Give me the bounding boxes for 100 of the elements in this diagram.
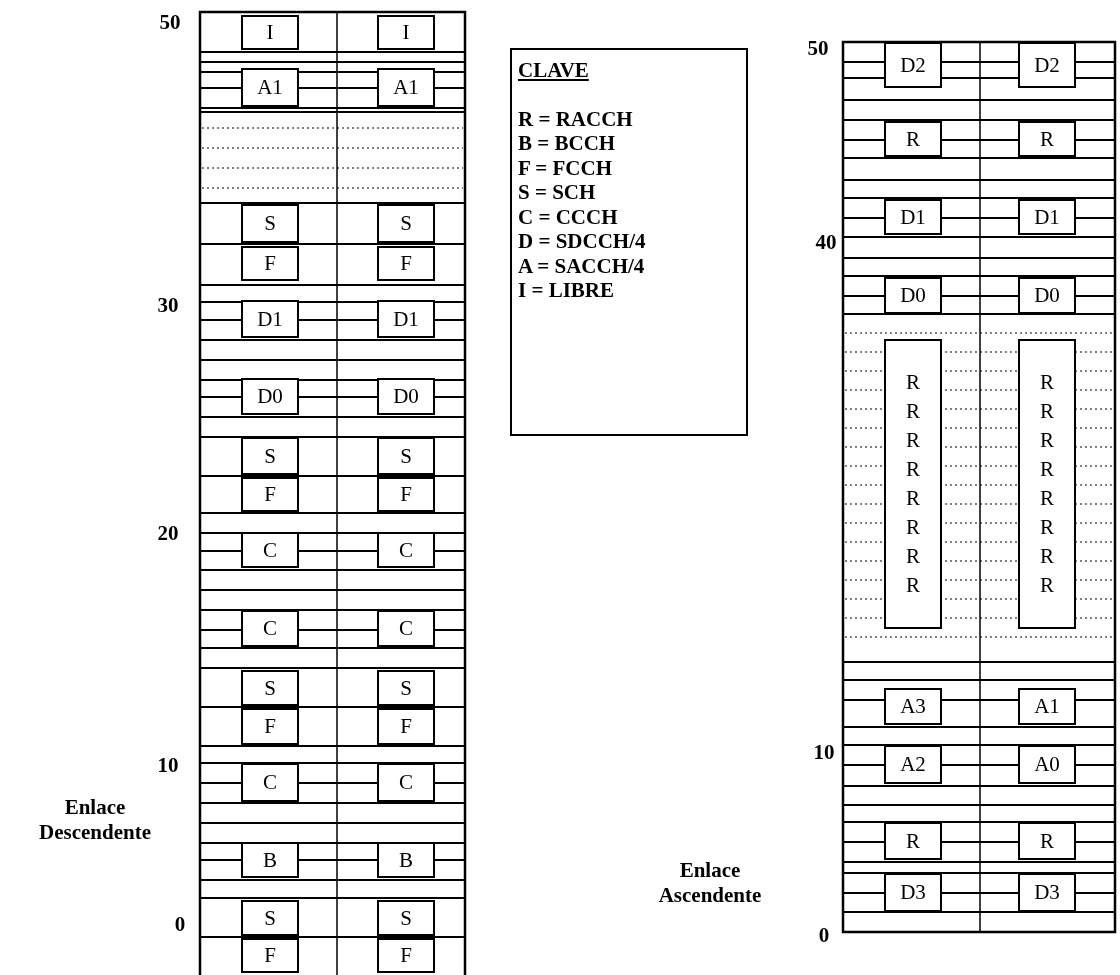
channel-box: [884, 745, 942, 784]
channel-label: D2: [1034, 52, 1060, 78]
channel-label: C: [399, 770, 413, 795]
channel-box: [884, 121, 942, 157]
channel-box: [1018, 688, 1076, 725]
axis-title: Enlace Ascendente: [657, 858, 763, 908]
channel-label: B: [263, 847, 277, 873]
axis-tick-label: 20: [156, 521, 180, 546]
channel-box: [377, 670, 435, 706]
channel-label: S: [400, 211, 412, 236]
channel-label: S: [400, 675, 412, 701]
channel-label: D1: [900, 204, 926, 230]
channel-label: F: [264, 714, 276, 739]
channel-label: D0: [900, 283, 926, 308]
channel-box: [377, 477, 435, 512]
channel-box: [377, 378, 435, 415]
channel-label: R R R R R R R R: [905, 369, 921, 599]
channel-label: C: [263, 770, 277, 795]
channel-box: [377, 763, 435, 802]
channel-label: C: [399, 537, 413, 563]
channel-box: [884, 277, 942, 314]
channel-label: D3: [1034, 880, 1060, 905]
channel-box: [377, 532, 435, 568]
axis-tick-label: 0: [173, 912, 187, 937]
channel-box: [377, 300, 435, 338]
channel-box: [884, 822, 942, 860]
channel-label: D1: [257, 306, 283, 332]
channel-box: [884, 199, 942, 235]
key-box: [510, 48, 748, 436]
key-entry: A = SACCH/4: [518, 253, 646, 278]
channel-label: A1: [393, 75, 419, 100]
channel-label: B: [399, 847, 413, 873]
channel-box: [241, 378, 299, 415]
channel-box: [241, 477, 299, 512]
channel-label: R R R R R R R R: [1039, 369, 1055, 599]
channel-box: [241, 900, 299, 936]
channel-box: [884, 688, 942, 725]
channel-box: [377, 938, 435, 973]
channel-box: [1018, 199, 1076, 235]
channel-box: [241, 670, 299, 706]
channel-box: [241, 763, 299, 802]
axis-tick-label: 50: [158, 10, 182, 35]
key-entry: I = LIBRE: [518, 278, 615, 303]
channel-label: S: [264, 905, 276, 931]
channel-label: I: [402, 20, 410, 45]
channel-box: [1018, 822, 1076, 860]
channel-box: [241, 300, 299, 338]
channel-label: C: [399, 616, 413, 641]
channel-box: [241, 532, 299, 568]
channel-box: [377, 15, 435, 50]
channel-box: [884, 339, 942, 629]
channel-label: A0: [1034, 752, 1060, 777]
axis-tick-label: 0: [817, 923, 831, 948]
key-entry: S = SCH: [518, 180, 597, 205]
channel-box: [377, 204, 435, 243]
channel-box: [377, 842, 435, 878]
channel-label: D1: [1034, 204, 1060, 230]
channel-label: A3: [900, 694, 926, 719]
channel-label: F: [264, 482, 276, 507]
channel-label: S: [264, 211, 276, 236]
channel-box: [377, 610, 435, 647]
axis-tick-label: 10: [812, 740, 836, 765]
channel-box: [377, 68, 435, 107]
channel-box: [241, 204, 299, 243]
channel-box: [241, 708, 299, 745]
channel-box: [377, 708, 435, 745]
channel-label: R: [906, 828, 920, 854]
channel-label: C: [263, 537, 277, 563]
channel-box: [1018, 42, 1076, 88]
key-entry: D = SDCCH/4: [518, 229, 647, 254]
channel-label: S: [400, 905, 412, 931]
channel-box: [1018, 121, 1076, 157]
channel-box: [884, 873, 942, 912]
channel-label: D0: [393, 384, 419, 409]
channel-label: F: [400, 482, 412, 507]
channel-label: F: [264, 251, 276, 276]
channel-label: R: [1040, 126, 1054, 152]
channel-label: A1: [257, 75, 283, 100]
channel-label: F: [400, 714, 412, 739]
channel-label: S: [400, 443, 412, 469]
channel-label: S: [264, 443, 276, 469]
key-entry: B = BCCH: [518, 131, 617, 156]
key-entry: F = FCCH: [518, 155, 613, 180]
key-entry: R = RACCH: [518, 106, 634, 131]
channel-box: [241, 437, 299, 475]
channel-label: F: [400, 943, 412, 968]
channel-label: D0: [1034, 283, 1060, 308]
channel-label: I: [266, 20, 274, 45]
key-entry: C = CCCH: [518, 204, 619, 229]
channel-label: D0: [257, 384, 283, 409]
channel-label: D1: [393, 306, 419, 332]
channel-label: D3: [900, 880, 926, 905]
axis-tick-label: 50: [806, 36, 830, 61]
channel-label: A2: [900, 752, 926, 777]
channel-box: [241, 842, 299, 878]
channel-box: [1018, 339, 1076, 629]
channel-box: [377, 246, 435, 281]
channel-box: [241, 68, 299, 107]
channel-label: R: [906, 126, 920, 152]
channel-box: [1018, 277, 1076, 314]
